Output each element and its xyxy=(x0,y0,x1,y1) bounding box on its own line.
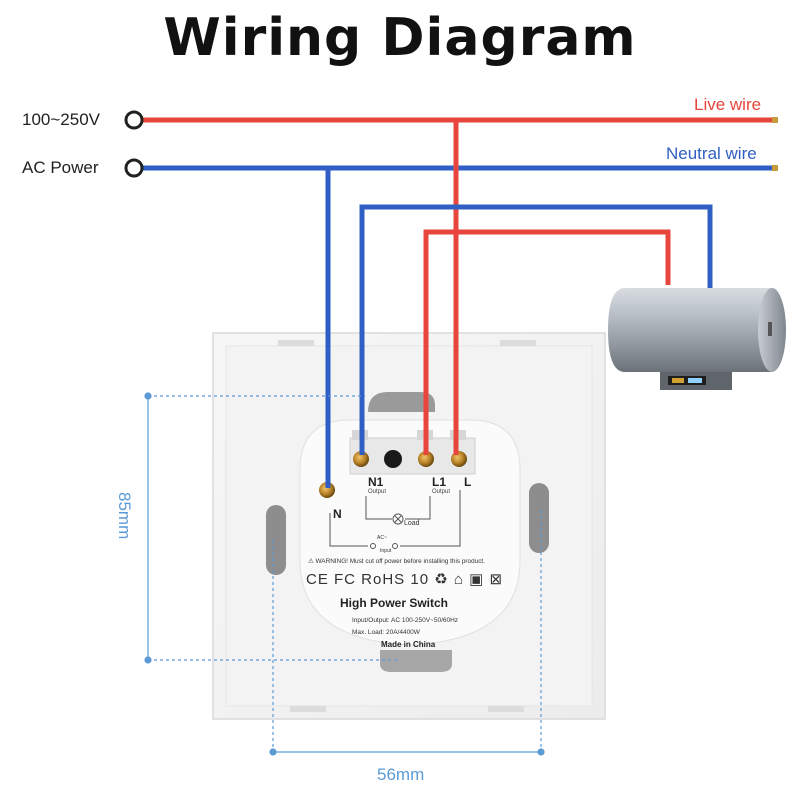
warning-text: ⚠ WARNING! Must cut off power before ins… xyxy=(308,558,485,565)
io-spec: Input/Output: AC 100-250V~50/60Hz xyxy=(352,617,459,624)
home-icon: ⌂ xyxy=(453,571,464,588)
switch-panel xyxy=(212,332,606,720)
power-terminal-neutral xyxy=(124,158,144,178)
n1-to-heater xyxy=(359,204,713,455)
wires xyxy=(134,117,776,488)
certification-marks: CE FC RoHS 10 ♻ ⌂ ▣ ⊠ xyxy=(306,571,504,588)
ac-power-label: AC Power xyxy=(22,158,99,177)
page-title: Wiring Diagram xyxy=(163,8,637,68)
dimension-lines xyxy=(144,392,545,756)
terminal-empty xyxy=(384,450,402,468)
recycle-icon: ♻ xyxy=(434,571,449,588)
height-dimension-label: 85mm xyxy=(115,492,134,540)
terminal-label-n: N xyxy=(333,507,342,521)
terminal-l-screw xyxy=(451,451,467,467)
l1-to-heater xyxy=(423,229,671,455)
square-icon: ▣ xyxy=(469,571,485,588)
weee-bin-icon: ⊠ xyxy=(489,571,504,588)
input-label: Input xyxy=(380,548,392,554)
power-terminal-live xyxy=(124,110,144,130)
width-dimension-label: 56mm xyxy=(377,765,425,784)
terminal-n1-screw xyxy=(353,451,369,467)
terminal-sublabel-l1: Output xyxy=(432,489,451,495)
terminal-label-l: L xyxy=(464,475,472,489)
terminal-n-screw xyxy=(319,482,335,498)
water-heater-icon xyxy=(608,288,786,390)
load-label: Load xyxy=(404,520,420,527)
neutral-wire-label: Neutral wire xyxy=(666,144,757,163)
ac-label: AC~ xyxy=(377,535,387,541)
terminal-label-l1: L1 xyxy=(432,475,447,489)
terminal-l1-screw xyxy=(418,451,434,467)
live-wire-label: Live wire xyxy=(694,95,762,114)
terminal-sublabel-n1: Output xyxy=(368,489,387,495)
max-load: Max. Load: 20A/4400W xyxy=(352,629,420,636)
product-name: High Power Switch xyxy=(340,596,449,610)
warning-icon: ⚠ xyxy=(308,558,316,565)
origin: Made in China xyxy=(381,640,436,649)
terminal-label-n1: N1 xyxy=(368,475,384,489)
internal-schematic xyxy=(329,490,461,549)
voltage-label: 100~250V xyxy=(22,110,100,129)
